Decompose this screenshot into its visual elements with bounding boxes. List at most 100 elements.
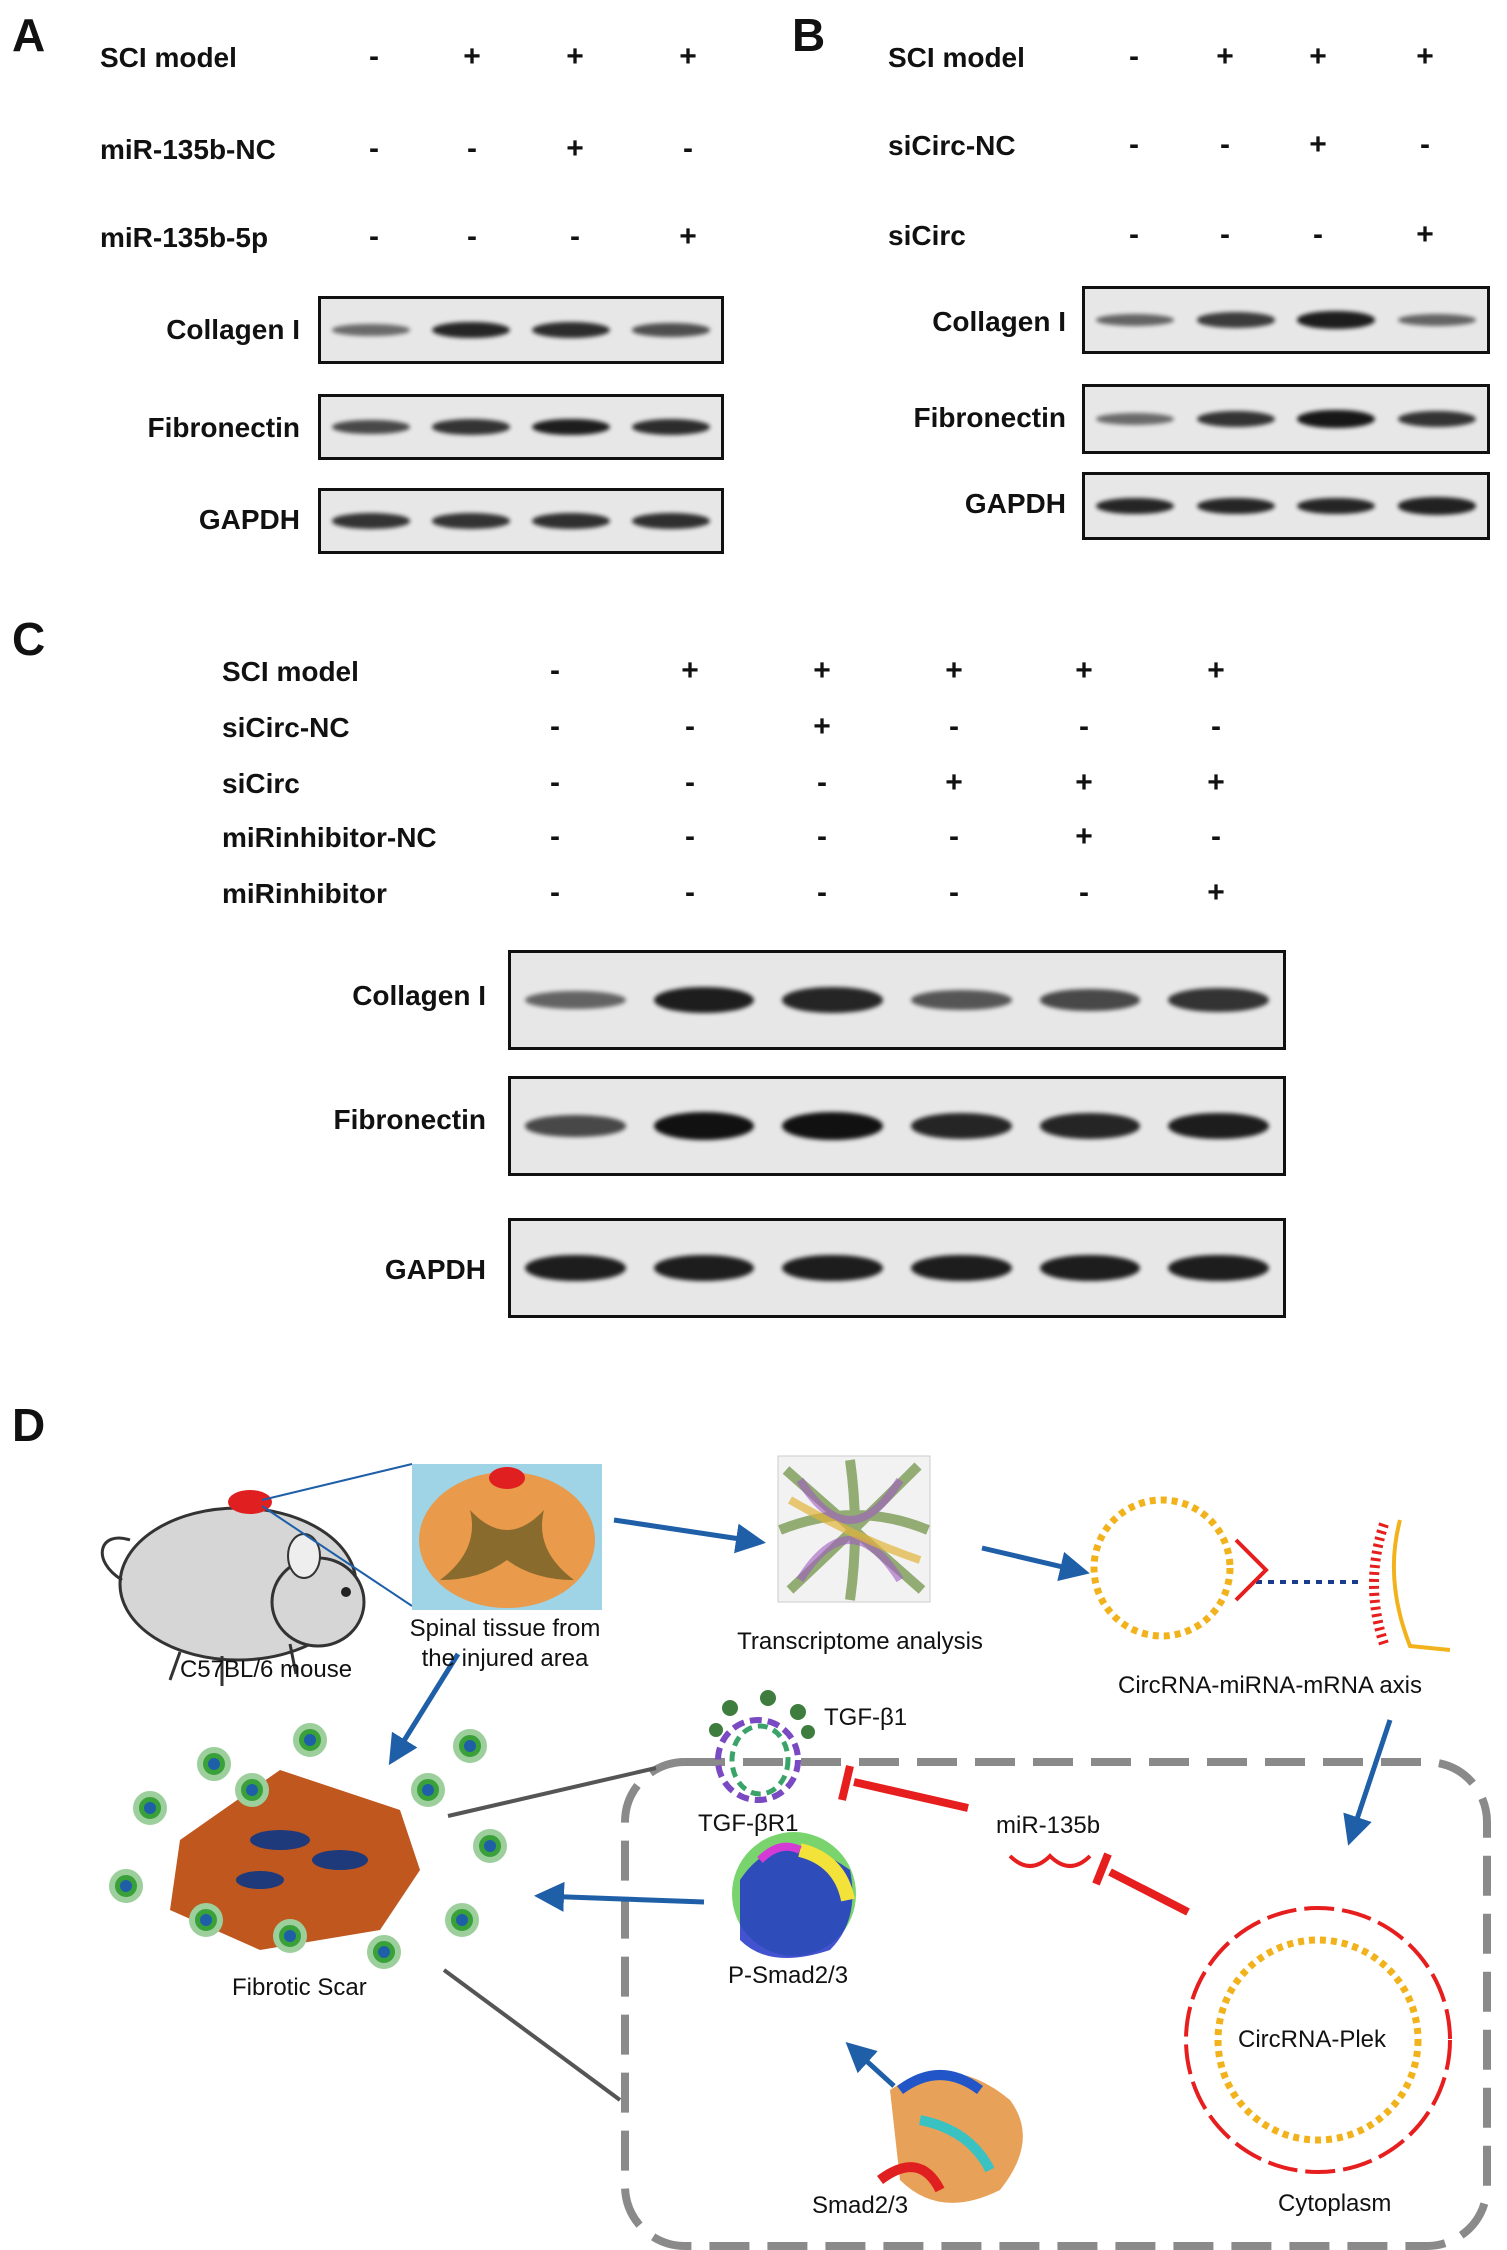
blot-label: Fibronectin xyxy=(147,412,300,443)
sign: + xyxy=(566,132,584,165)
blot-band xyxy=(532,513,610,529)
blot-band xyxy=(1196,497,1275,515)
circrna-plek-label: CircRNA-Plek xyxy=(1238,2026,1387,2053)
sign: - xyxy=(1211,710,1221,743)
blot-band xyxy=(332,420,410,434)
blot-band xyxy=(1096,497,1175,515)
western-blot-gapdh xyxy=(508,1218,1286,1318)
sign: + xyxy=(1309,128,1327,161)
blot-band xyxy=(1196,312,1275,328)
sign: + xyxy=(1075,820,1093,853)
sign: - xyxy=(1211,820,1221,853)
row-label: SCI model xyxy=(222,656,359,687)
blot-band xyxy=(911,990,1012,1010)
blot-label: Collagen I xyxy=(352,980,486,1011)
sign: + xyxy=(679,220,697,253)
cell-nucleus xyxy=(456,1914,468,1926)
blot-band xyxy=(1397,314,1476,326)
panel-letter-c: C xyxy=(12,613,46,665)
cell-nucleus xyxy=(208,1758,220,1770)
sign: - xyxy=(1129,40,1139,73)
sign: - xyxy=(467,220,477,253)
blot-band xyxy=(1096,413,1175,425)
axis-diagram xyxy=(1090,1496,1451,1652)
p-smad-structure xyxy=(732,1832,856,1958)
blot-band xyxy=(1039,989,1141,1011)
blot-band xyxy=(532,321,610,339)
blot-band xyxy=(653,986,755,1014)
blot-band xyxy=(1297,497,1376,515)
blot-band xyxy=(1168,1254,1269,1282)
sign: - xyxy=(949,876,959,909)
row-label: miRinhibitor-NC xyxy=(222,822,437,853)
axis-label: CircRNA-miRNA-mRNA axis xyxy=(1118,1672,1422,1699)
blot-label: Fibronectin xyxy=(913,402,1066,433)
cytoplasm-label: Cytoplasm xyxy=(1278,2190,1392,2217)
row-label: miR-135b-NC xyxy=(100,134,276,165)
blot-band xyxy=(1168,1112,1269,1140)
blot-band xyxy=(1096,314,1175,326)
sign: + xyxy=(463,40,481,73)
sign: - xyxy=(550,766,560,799)
mir-135b-label: miR-135b xyxy=(996,1812,1101,1839)
cell-nucleus xyxy=(246,1784,258,1796)
blot-band xyxy=(525,1254,626,1282)
blot-band xyxy=(653,1111,755,1141)
blot-band xyxy=(525,990,626,1010)
blot-band xyxy=(1397,497,1476,515)
sign: + xyxy=(813,710,831,743)
western-blot-gapdh xyxy=(1082,472,1490,540)
sign: - xyxy=(685,766,695,799)
blot-band xyxy=(632,323,710,337)
sign: + xyxy=(945,654,963,687)
sign: - xyxy=(369,40,379,73)
panel-letter-a: A xyxy=(12,9,46,61)
sign: - xyxy=(369,132,379,165)
blot-label: GAPDH xyxy=(198,504,300,535)
sign: + xyxy=(945,766,963,799)
sign: + xyxy=(679,40,697,73)
panel-letter-b: B xyxy=(792,9,826,61)
sign: - xyxy=(1079,710,1089,743)
mouse-illustration xyxy=(100,1463,413,1686)
circrna-plek xyxy=(1184,1906,1452,2174)
blot-band xyxy=(782,1254,883,1282)
row-label: siCirc-NC xyxy=(222,712,350,743)
blot-band xyxy=(911,1113,1012,1139)
sign: + xyxy=(1416,40,1434,73)
blot-label: Fibronectin xyxy=(333,1104,486,1135)
western-blot-fibronectin xyxy=(318,394,724,460)
blot-band xyxy=(1039,1113,1141,1139)
cell-nucleus xyxy=(304,1734,316,1746)
sign: + xyxy=(1216,40,1234,73)
blot-band xyxy=(1397,410,1476,428)
smad-label: Smad2/3 xyxy=(812,2192,909,2219)
row-label: siCirc xyxy=(888,220,966,251)
cell-nucleus xyxy=(144,1802,156,1814)
sign: + xyxy=(681,654,699,687)
tgf-beta1-label: TGF-β1 xyxy=(824,1704,908,1731)
western-blot-collagen xyxy=(508,950,1286,1050)
tgf-beta-r1-structure xyxy=(709,1690,815,1803)
panel-letter-d: D xyxy=(12,1399,46,1451)
blot-band xyxy=(1297,311,1376,329)
sign: + xyxy=(1416,218,1434,251)
sign: - xyxy=(550,876,560,909)
sign: - xyxy=(1079,876,1089,909)
blot-band xyxy=(525,1115,626,1137)
cell-nucleus xyxy=(422,1784,434,1796)
tgf-beta-r1-label: TGF-βR1 xyxy=(698,1810,799,1837)
p-smad-label: P-Smad2/3 xyxy=(728,1962,849,1989)
blot-band xyxy=(1039,1254,1141,1282)
western-blot-fibronectin xyxy=(1082,384,1490,454)
sign: - xyxy=(683,132,693,165)
blot-band xyxy=(1196,410,1275,428)
sign: - xyxy=(550,820,560,853)
sign: - xyxy=(1313,218,1323,251)
blot-band xyxy=(432,513,510,529)
row-label: SCI model xyxy=(888,42,1025,73)
sign: - xyxy=(685,710,695,743)
sign: + xyxy=(1309,40,1327,73)
sign: + xyxy=(566,40,584,73)
blot-band xyxy=(653,1254,755,1282)
